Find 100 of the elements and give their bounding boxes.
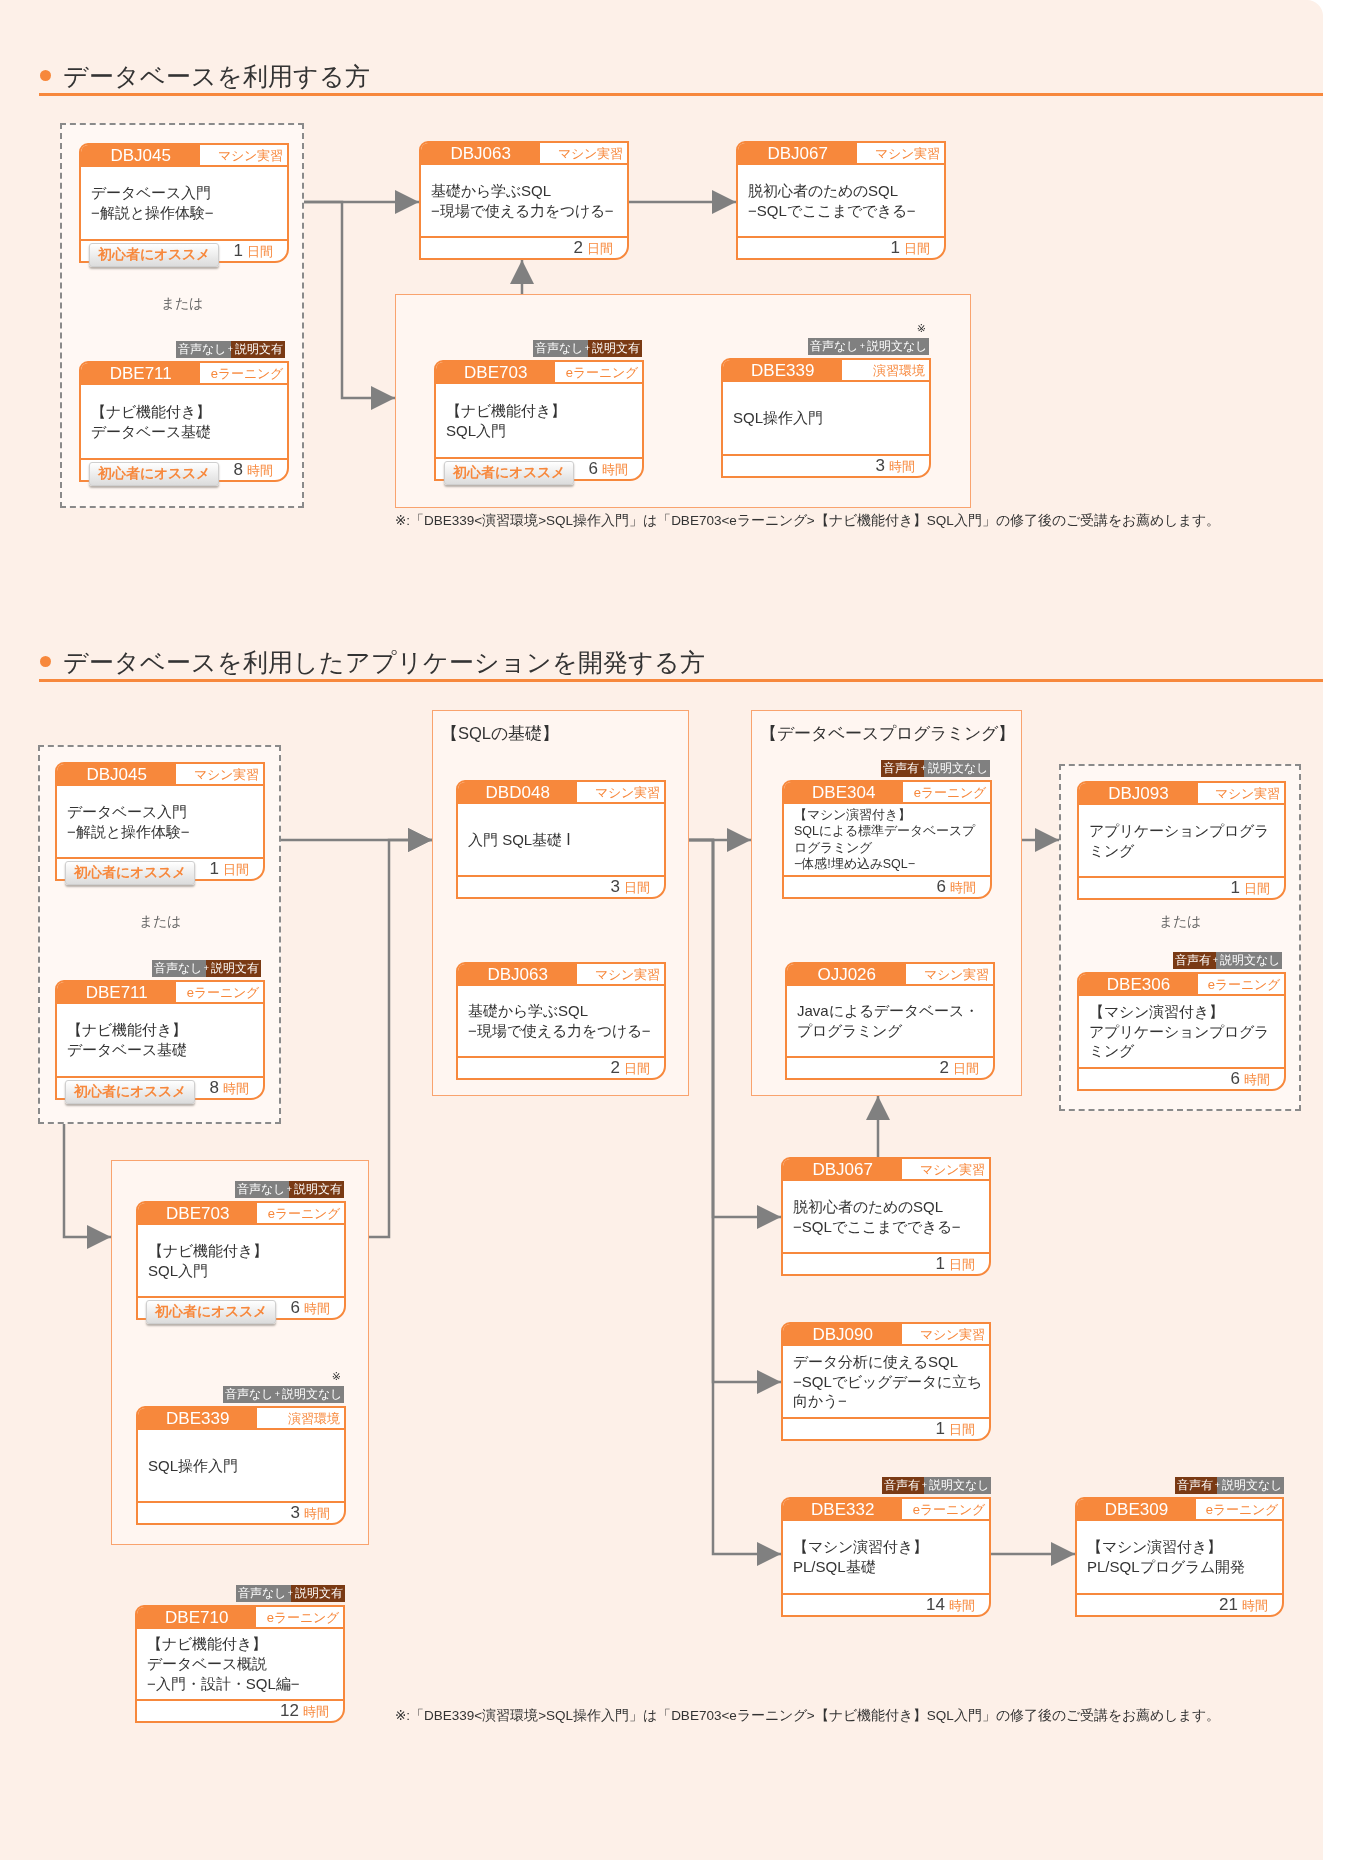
beginner-badge: 初心者にオススメ	[89, 462, 219, 486]
arrow	[991, 1542, 1075, 1566]
course-title: Javaによるデータベース・プログラミング	[797, 1001, 980, 1041]
course-type: 演習環境	[842, 360, 929, 382]
course-title: データ分析に使えるSQL−SQLでビッグデータに立ち向かう−	[793, 1351, 983, 1412]
group-box	[432, 710, 689, 1096]
media-badge: 音声なし+説明文有	[151, 960, 261, 977]
course-type: マシン実習	[577, 782, 664, 804]
course-card	[782, 780, 992, 899]
course-title: 基礎から学ぶSQL−現場で使える力をつける−	[431, 180, 614, 221]
course-type: マシン実習	[577, 964, 664, 986]
course-code: DBJ067	[738, 143, 858, 165]
course-code: DBE711	[57, 982, 177, 1004]
course-type: eラーニング	[200, 363, 287, 385]
course-card	[456, 780, 666, 899]
course-title: 脱初心者のためのSQL−SQLでここまでできる−	[748, 180, 916, 221]
course-title: 入門 SQL基礎 Ⅰ	[468, 829, 571, 850]
group-title: 【データベースプログラミング】	[760, 723, 1015, 744]
course-type: マシン実習	[902, 1159, 989, 1181]
course-code: DBE710	[137, 1607, 257, 1629]
course-title: データベース入門−解説と操作体験−	[67, 801, 190, 842]
group-title: 【SQLの基礎】	[441, 723, 560, 744]
course-card	[781, 1157, 991, 1276]
course-card	[419, 141, 629, 260]
course-type: eラーニング	[257, 1203, 344, 1225]
beginner-badge: 初心者にオススメ	[444, 461, 574, 485]
course-type: マシン実習	[857, 143, 944, 165]
course-card	[785, 962, 995, 1080]
section-heading: データベースを利用したアプリケーションを開発する方	[40, 646, 705, 678]
footnote: ※:「DBE339<演習環境>SQL操作入門」は「DBE703<eラーニング>【ナビ機能付き】SQL入門」の修了後のご受講をお薦めします。	[395, 512, 1220, 530]
course-type: マシン実習	[176, 764, 263, 786]
course-code: DBE703	[436, 362, 556, 384]
arrow	[304, 200, 395, 410]
arrow	[629, 190, 736, 214]
or-text: または	[1159, 913, 1201, 931]
course-title: SQL操作入門	[733, 408, 823, 428]
footnote: ※:「DBE339<演習環境>SQL操作入門」は「DBE703<eラーニング>【ナビ機能付き】SQL入門」の修了後のご受講をお薦めします。	[395, 1707, 1220, 1725]
arrow	[689, 838, 781, 1566]
course-card	[136, 1406, 346, 1525]
course-type: eラーニング	[902, 1499, 989, 1521]
section-heading: データベースを利用する方	[40, 60, 370, 92]
course-type: マシン実習	[200, 145, 287, 167]
course-card	[721, 358, 931, 478]
course-title: 【マシン演習付き】アプリケーションプログラミング	[1089, 1001, 1270, 1062]
course-title: データベース入門−解説と操作体験−	[91, 183, 214, 223]
course-card	[1077, 781, 1286, 900]
course-title: 【マシン演習付き】PL/SQLプログラム開発	[1087, 1537, 1245, 1577]
media-badge: 音声なし+説明文有	[234, 1181, 344, 1198]
media-badge: 音声なし+説明文有	[532, 340, 642, 357]
course-code: DBJ093	[1079, 783, 1198, 805]
dashed-group-box	[38, 745, 281, 1124]
course-title: アプリケーションプログラミング	[1089, 820, 1270, 861]
course-code: DBJ045	[57, 764, 177, 786]
course-title: 基礎から学ぶSQL−現場で使える力をつける−	[468, 1001, 651, 1041]
course-code: DBE304	[784, 782, 904, 804]
beginner-badge: 初心者にオススメ	[146, 1300, 276, 1324]
dashed-group-box	[1059, 764, 1301, 1111]
media-badge: 音声なし+説明文有	[175, 341, 285, 358]
note-mark: ※	[916, 322, 926, 334]
course-code: DBE306	[1079, 974, 1198, 996]
group-box	[751, 710, 1022, 1096]
course-card	[135, 1605, 345, 1723]
arrow	[510, 260, 534, 294]
arrow	[866, 1096, 890, 1157]
course-code: DBE309	[1077, 1499, 1196, 1521]
course-code: DBJ090	[783, 1324, 903, 1346]
course-title: 【ナビ機能付き】SQL入門	[446, 400, 566, 441]
dashed-group-box	[60, 123, 304, 508]
course-title: 【マシン演習付き】PL/SQL基礎	[793, 1537, 928, 1577]
course-title: 【ナビ機能付き】SQL入門	[148, 1240, 268, 1281]
course-card	[1077, 972, 1286, 1091]
media-badge: 音声なし+説明文有	[235, 1585, 345, 1602]
course-code: DBE332	[783, 1499, 903, 1521]
course-card	[1075, 1497, 1284, 1617]
course-title: SQL操作入門	[148, 1455, 238, 1476]
course-code: DBJ063	[458, 964, 578, 986]
course-code: DBJ045	[81, 145, 201, 167]
group-box	[395, 294, 971, 508]
course-type: eラーニング	[256, 1607, 343, 1629]
course-type: eラーニング	[903, 782, 990, 804]
course-card	[456, 962, 666, 1080]
course-title: 【ナビ機能付き】データベース概説−入門・設計・SQL編−	[147, 1634, 300, 1694]
course-type: マシン実習	[1197, 783, 1284, 805]
arrow	[62, 1124, 111, 1249]
course-code: DBE711	[81, 363, 201, 385]
course-code: DBJ063	[421, 143, 541, 165]
beginner-badge: 初心者にオススメ	[65, 1080, 195, 1104]
course-title: 脱初心者のためのSQL−SQLでここまでできる−	[793, 1196, 961, 1237]
course-type: マシン実習	[540, 143, 627, 165]
course-title: 【ナビ機能付き】データベース基礎	[91, 401, 211, 442]
note-mark: ※	[331, 1370, 341, 1382]
course-title: 【マシン演習付き】SQLによる標準データベースプログラミング−体感!埋め込みSQL−	[794, 806, 977, 873]
arrow	[1022, 828, 1059, 852]
course-code: DBD048	[458, 782, 578, 804]
arrow	[369, 828, 432, 1239]
course-code: DBJ067	[783, 1159, 903, 1181]
course-card	[781, 1322, 991, 1441]
course-type: eラーニング	[176, 982, 263, 1004]
course-type: マシン実習	[906, 964, 993, 986]
course-type: 演習環境	[257, 1408, 344, 1430]
